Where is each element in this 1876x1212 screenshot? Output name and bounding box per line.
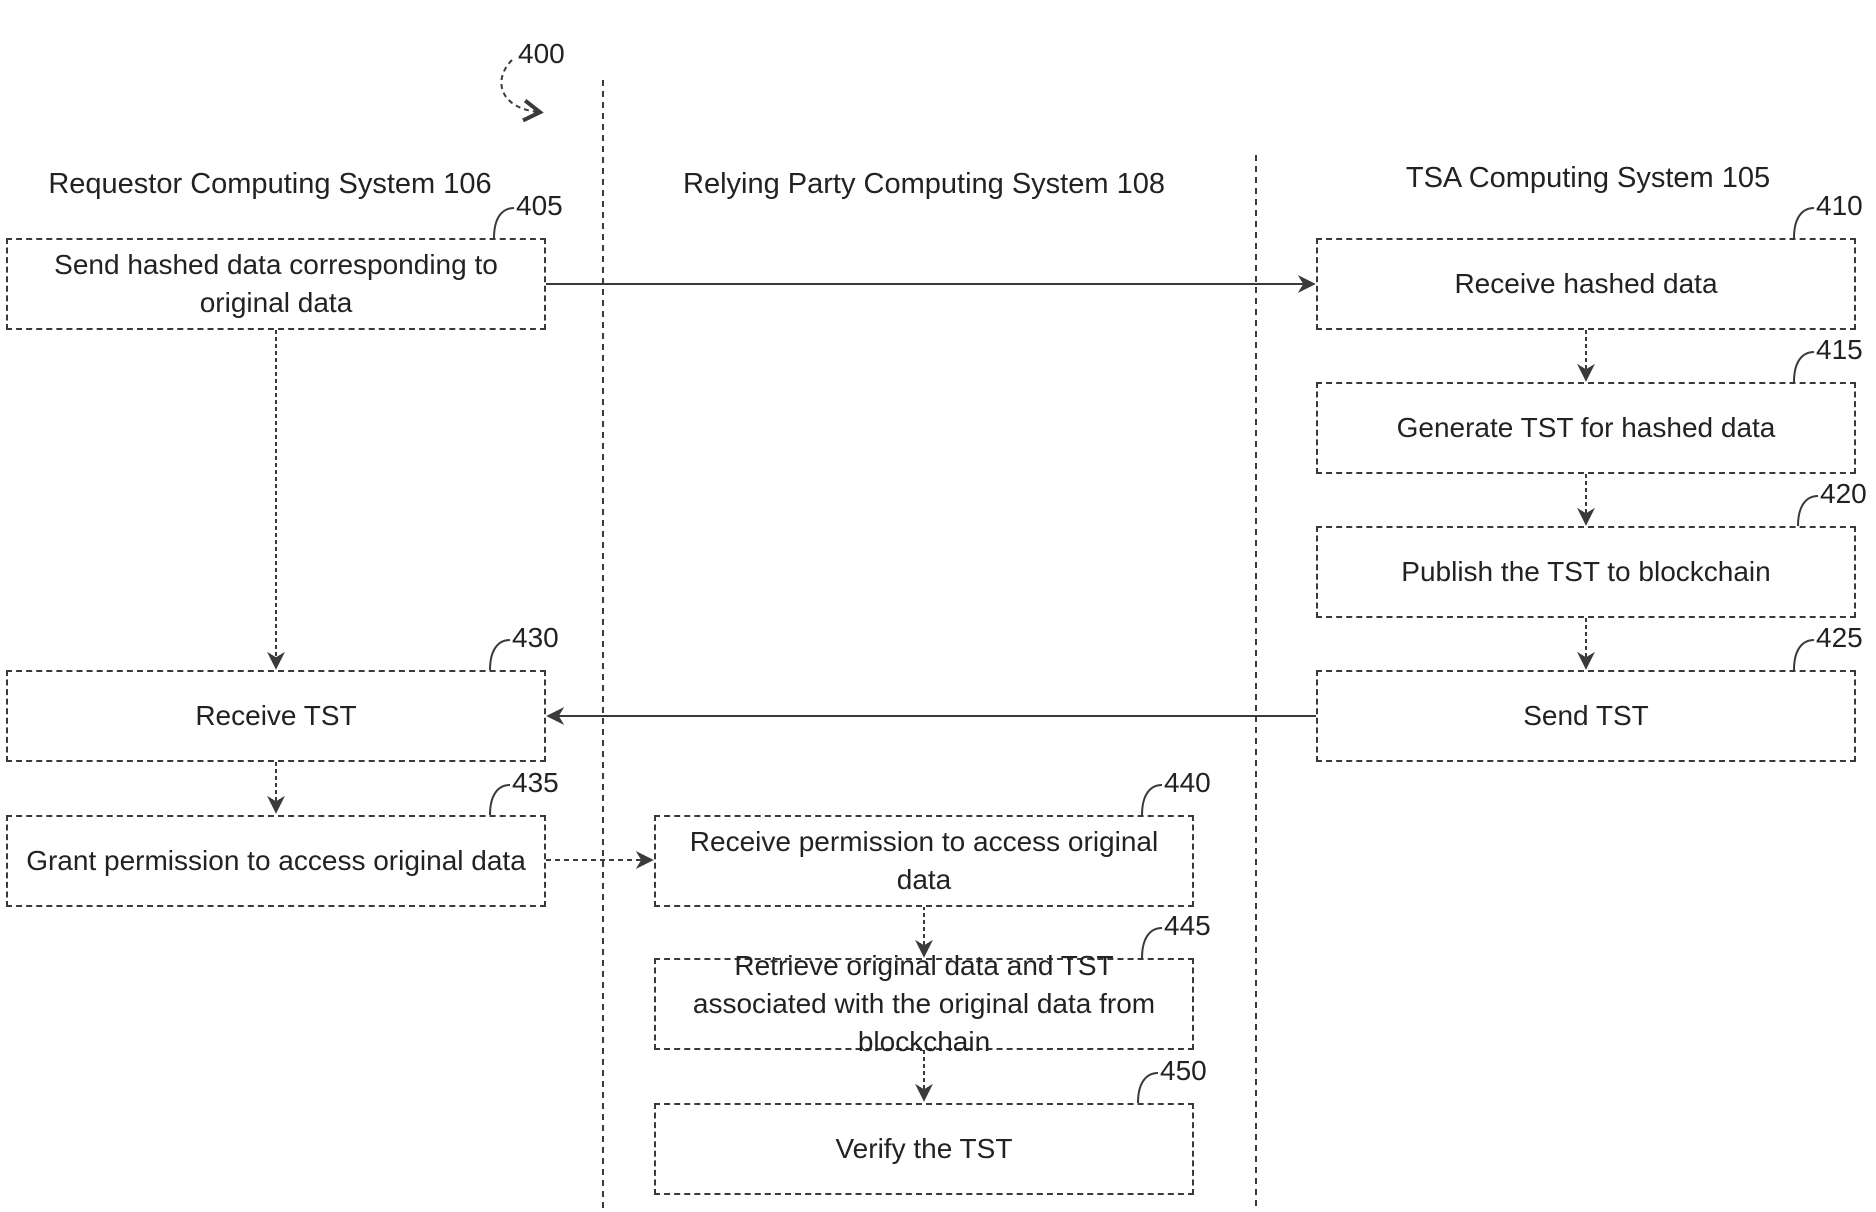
step-box-435: Grant permission to access original data	[6, 815, 546, 907]
ref-leader-440	[1142, 785, 1162, 815]
ref-label-415: 415	[1816, 334, 1863, 366]
ref-leader-425	[1794, 640, 1814, 670]
step-text-410: Receive hashed data	[1454, 265, 1717, 303]
lane-title-requestor: Requestor Computing System 106	[48, 168, 491, 201]
figure-number: 400	[518, 38, 565, 70]
lane-title-tsa: TSA Computing System 105	[1406, 162, 1770, 195]
ref-label-435: 435	[512, 767, 559, 799]
step-box-410: Receive hashed data	[1316, 238, 1856, 330]
step-box-405: Send hashed data corresponding to origin…	[6, 238, 546, 330]
step-box-425: Send TST	[1316, 670, 1856, 762]
step-box-430: Receive TST	[6, 670, 546, 762]
step-text-440: Receive permission to access original da…	[666, 823, 1182, 899]
ref-leader-450	[1138, 1073, 1158, 1103]
ref-label-420: 420	[1820, 478, 1867, 510]
step-text-450: Verify the TST	[836, 1130, 1013, 1168]
step-box-450: Verify the TST	[654, 1103, 1194, 1195]
step-box-415: Generate TST for hashed data	[1316, 382, 1856, 474]
step-text-445: Retrieve original data and TST associate…	[666, 947, 1182, 1061]
ref-leader-435	[490, 785, 510, 815]
step-text-420: Publish the TST to blockchain	[1401, 553, 1770, 591]
lane-title-relying-party: Relying Party Computing System 108	[683, 168, 1165, 201]
step-box-440: Receive permission to access original da…	[654, 815, 1194, 907]
step-text-425: Send TST	[1523, 697, 1649, 735]
step-box-420: Publish the TST to blockchain	[1316, 526, 1856, 618]
step-text-415: Generate TST for hashed data	[1397, 409, 1776, 447]
ref-label-450: 450	[1160, 1055, 1207, 1087]
ref-leader-430	[490, 640, 510, 670]
ref-leader-405	[494, 208, 514, 238]
step-text-405: Send hashed data corresponding to origin…	[18, 246, 534, 322]
ref-label-425: 425	[1816, 622, 1863, 654]
ref-label-410: 410	[1816, 190, 1863, 222]
ref-leader-415	[1794, 352, 1814, 382]
ref-leader-410	[1794, 208, 1814, 238]
step-text-430: Receive TST	[195, 697, 356, 735]
ref-label-430: 430	[512, 622, 559, 654]
ref-label-445: 445	[1164, 910, 1211, 942]
step-text-435: Grant permission to access original data	[26, 842, 526, 880]
ref-label-405: 405	[516, 190, 563, 222]
step-box-445: Retrieve original data and TST associate…	[654, 958, 1194, 1050]
ref-label-440: 440	[1164, 767, 1211, 799]
ref-leader-420	[1798, 496, 1818, 526]
